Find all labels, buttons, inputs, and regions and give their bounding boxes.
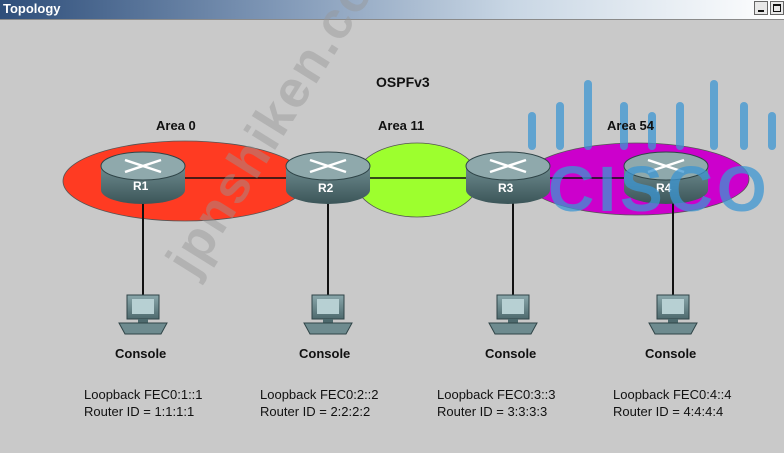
router-r4-icon [623, 151, 709, 204]
router-r4-label: R4 [656, 181, 672, 195]
r2-loopback: Loopback FEC0:2::2 [260, 387, 379, 402]
console-2-label: Console [299, 346, 351, 361]
router-r3-icon [465, 151, 551, 204]
router-r2-icon [285, 151, 371, 204]
window-title: Topology [3, 1, 61, 16]
router-r3-label: R3 [498, 181, 514, 195]
console-pc2-icon [303, 294, 353, 335]
console-pc4-icon [648, 294, 698, 335]
area11-label: Area 11 [378, 118, 425, 133]
r3-router-id: Router ID = 3:3:3:3 [437, 404, 548, 419]
topology-diagram [62, 80, 776, 335]
router-r1-icon [100, 151, 186, 204]
protocol-title: OSPFv3 [376, 74, 430, 90]
title-bar: Topology [0, 0, 784, 20]
r1-loopback: Loopback FEC0:1::1 [84, 387, 203, 402]
router-r1-label: R1 [133, 179, 149, 193]
area11-region [354, 142, 480, 218]
console-pc3-icon [488, 294, 538, 335]
r3-info: Loopback FEC0:3::3 Router ID = 3:3:3:3 [437, 386, 556, 420]
r3-loopback: Loopback FEC0:3::3 [437, 387, 556, 402]
router-r2-label: R2 [318, 181, 334, 195]
console-4-label: Console [645, 346, 697, 361]
console-pc1-icon [118, 294, 168, 335]
minimize-button[interactable] [754, 1, 768, 15]
cisco-logo-text: CISCO [548, 153, 771, 225]
r4-info: Loopback FEC0:4::4 Router ID = 4:4:4:4 [613, 386, 732, 420]
r2-router-id: Router ID = 2:2:2:2 [260, 404, 371, 419]
console-3-label: Console [485, 346, 537, 361]
area0-label: Area 0 [156, 118, 196, 133]
r2-info: Loopback FEC0:2::2 Router ID = 2:2:2:2 [260, 386, 379, 420]
maximize-button[interactable] [770, 1, 784, 15]
r4-router-id: Router ID = 4:4:4:4 [613, 404, 724, 419]
r4-loopback: Loopback FEC0:4::4 [613, 387, 732, 402]
area54-label: Area 54 [607, 118, 654, 133]
console-1-label: Console [115, 346, 167, 361]
r1-router-id: Router ID = 1:1:1:1 [84, 404, 195, 419]
cisco-logo-bars [528, 80, 776, 150]
r1-info: Loopback FEC0:1::1 Router ID = 1:1:1:1 [84, 386, 203, 420]
